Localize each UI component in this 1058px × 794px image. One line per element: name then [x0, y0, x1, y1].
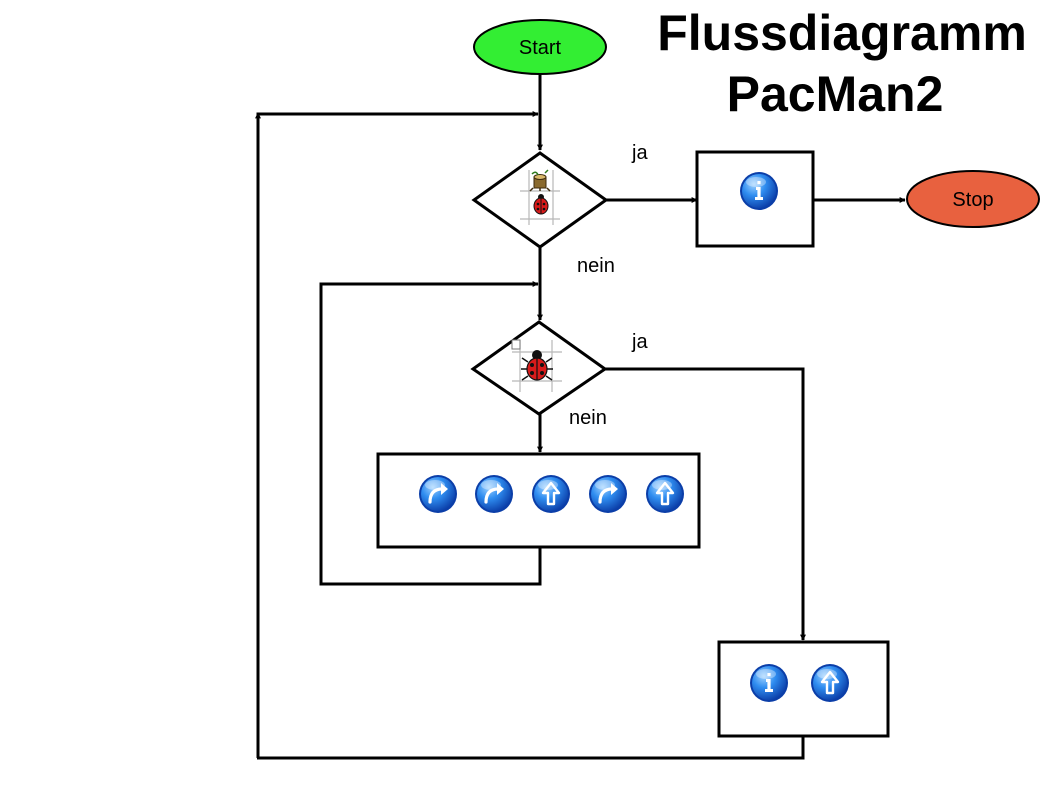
ladybug-icon	[521, 350, 553, 381]
label-decision2-no: nein	[569, 407, 607, 429]
start-node: Start	[473, 19, 607, 75]
grid-cells	[520, 170, 560, 225]
tree-stump-icon	[529, 169, 551, 192]
label-decision1-no: nein	[577, 255, 615, 277]
turn-right-icon	[419, 475, 457, 513]
decision-2	[470, 320, 608, 416]
label-decision2-yes: ja	[631, 331, 648, 353]
action-box-1	[695, 150, 815, 248]
ladybug-icon	[533, 194, 549, 215]
decision-1	[471, 151, 609, 249]
start-ellipse	[473, 19, 607, 75]
info-icon	[750, 664, 788, 702]
forward-arrow-icon	[646, 475, 684, 513]
stop-node: Stop	[906, 170, 1040, 228]
start-label: Start	[519, 37, 562, 59]
info-icon	[740, 172, 778, 210]
grid-corner-marker	[511, 339, 521, 350]
turn-right-icon	[475, 475, 513, 513]
title-line-1: Flussdiagramm	[657, 5, 1027, 61]
arrow-decision2-yes	[605, 367, 806, 641]
forward-arrow-icon	[811, 664, 849, 702]
action-box-2	[376, 452, 701, 549]
label-decision1-yes: ja	[631, 142, 648, 164]
action-box-3-frame	[717, 640, 890, 738]
arrow-inner-loop-back	[319, 281, 542, 586]
arrow-action3-return	[257, 736, 805, 760]
forward-arrow-icon	[532, 475, 570, 513]
title-line-2: PacMan2	[727, 66, 944, 122]
turn-right-icon	[589, 475, 627, 513]
stop-ellipse	[906, 170, 1040, 228]
action-box-3	[717, 640, 890, 738]
connectors	[255, 75, 906, 760]
stop-label: Stop	[952, 189, 993, 211]
